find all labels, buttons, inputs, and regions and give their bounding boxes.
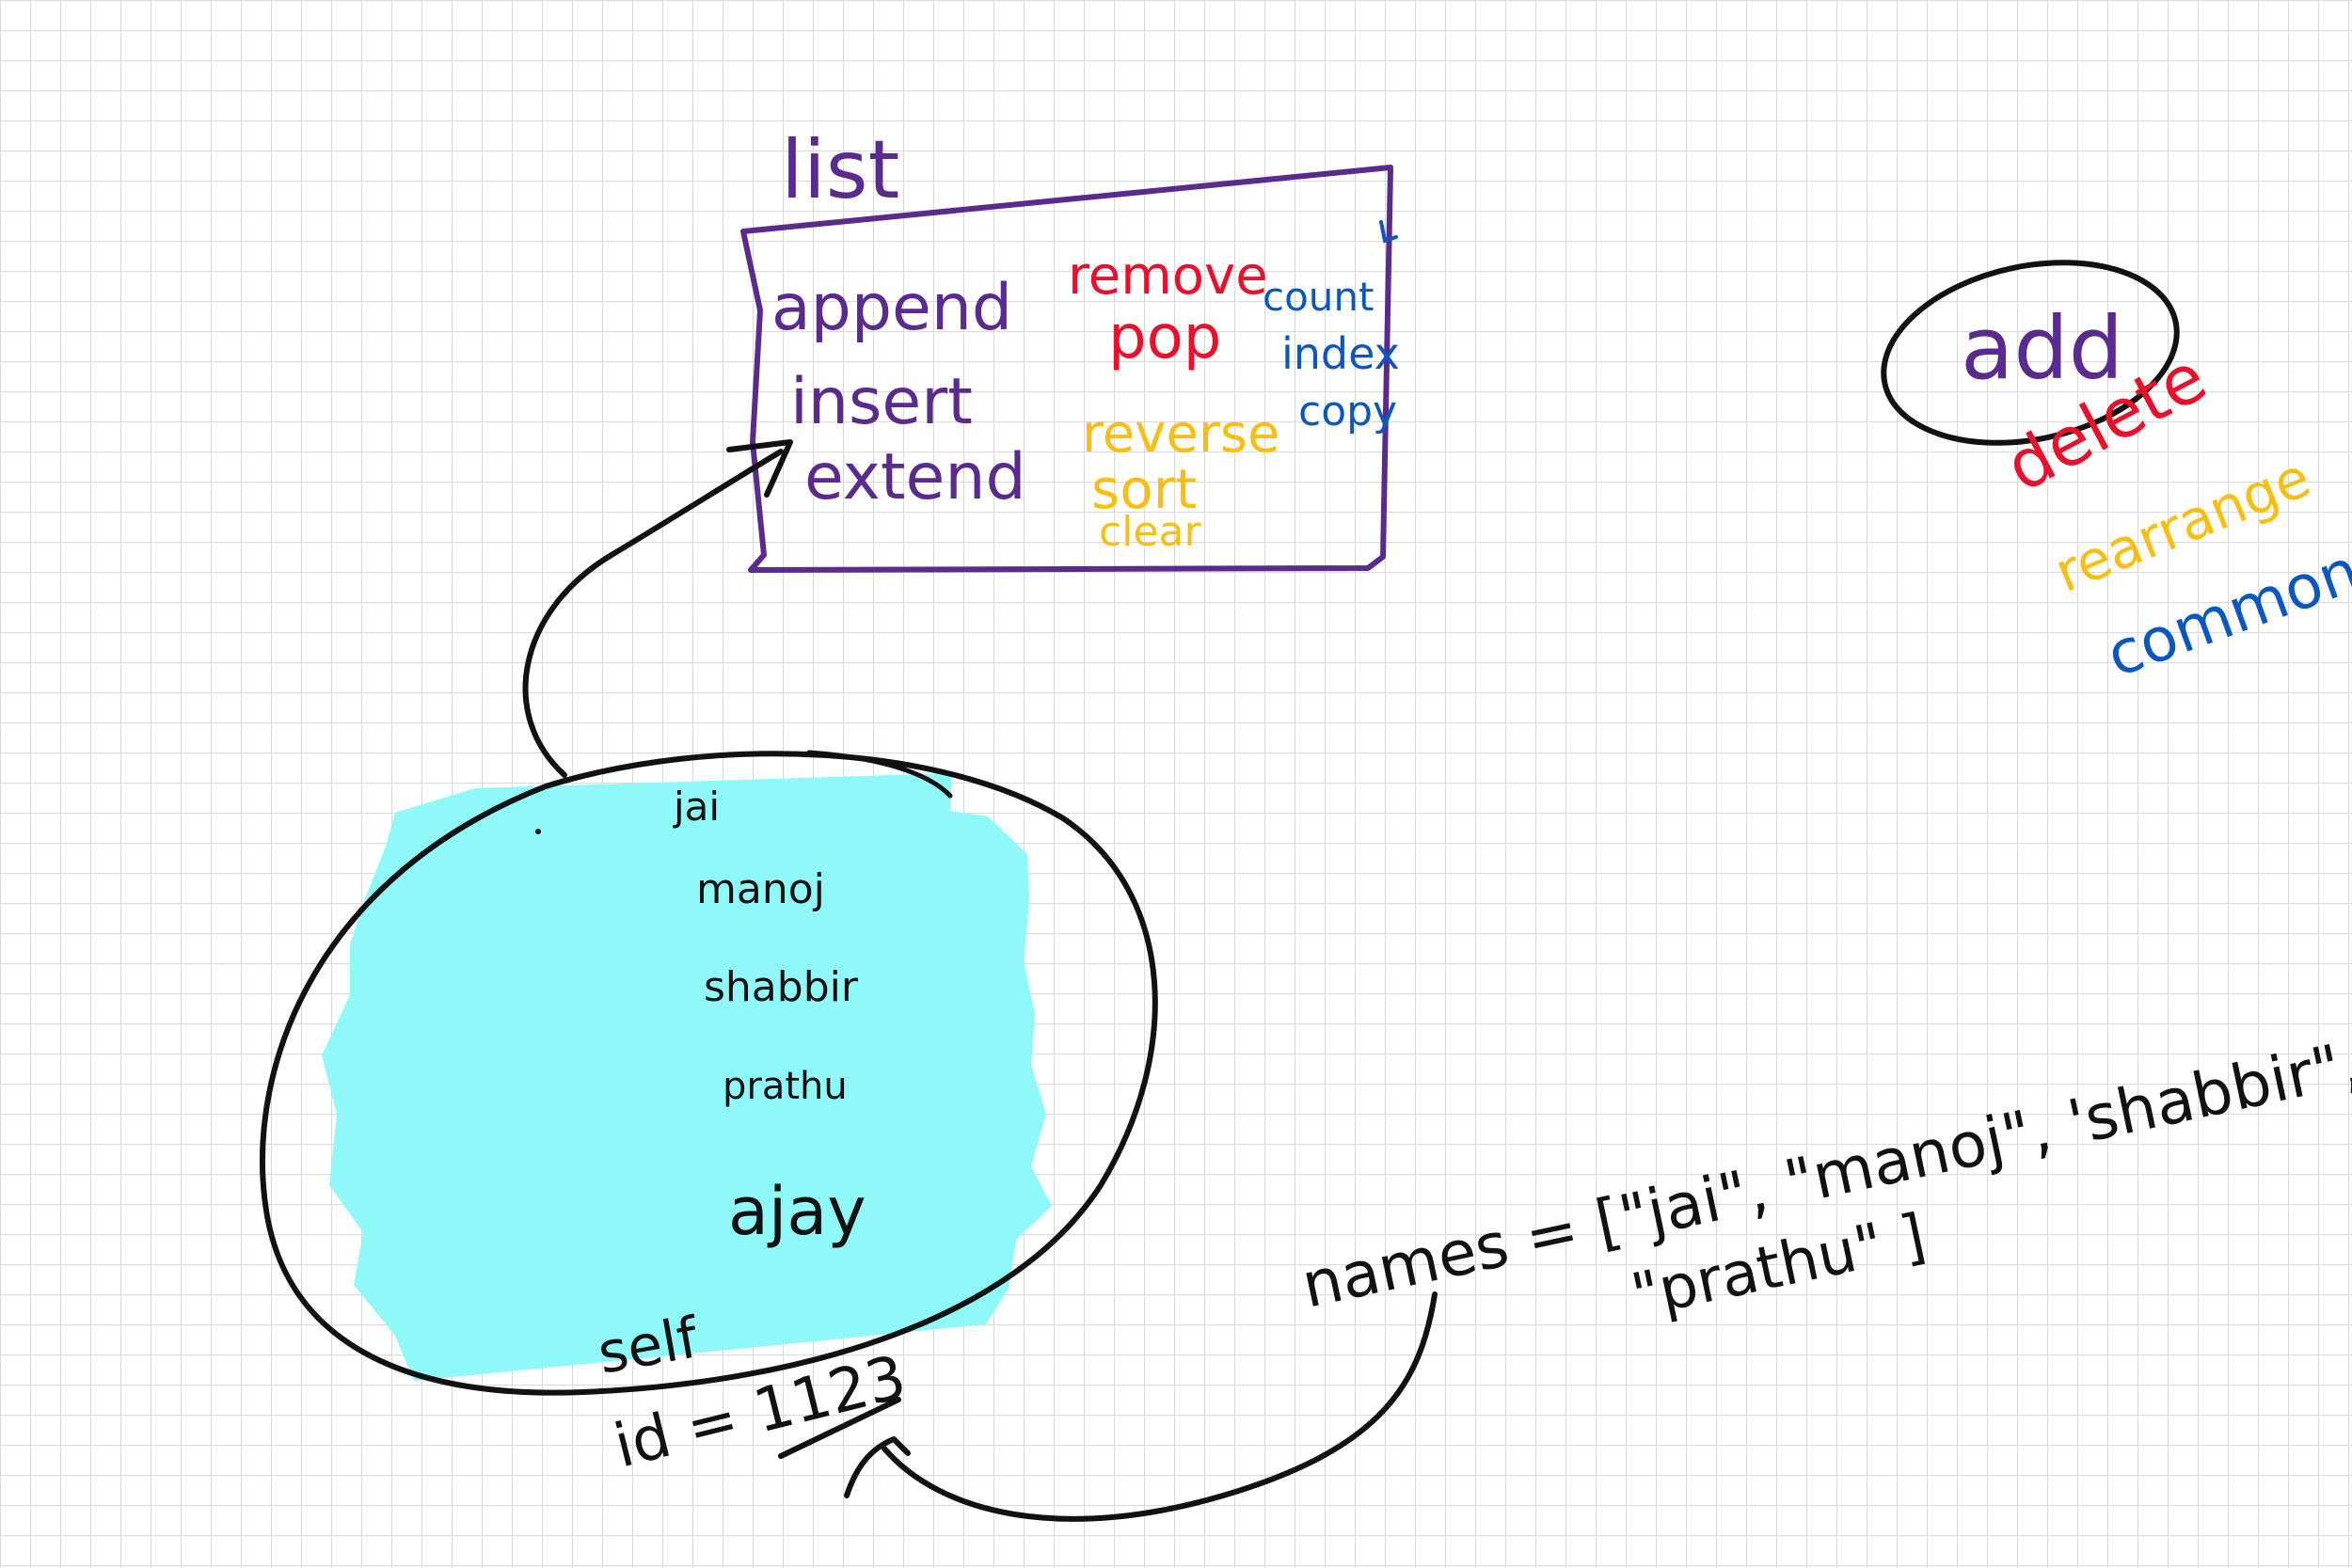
list-method-sort: sort [1091,457,1197,521]
memory-object-ellipse-overlap [806,750,953,799]
object-item-manoj: manoj [696,865,825,913]
list-box-tick [1379,220,1398,244]
stray-dot [535,829,541,834]
memory-highlight [322,773,1052,1381]
list-box-outline [740,165,1393,573]
legend-add: add [1961,298,2123,399]
list-method-insert: insert [790,365,973,439]
object-item-shabbir: shabbir [704,963,859,1011]
arrow-head-names-to-object [844,1436,911,1498]
add-circle [1881,260,2180,446]
arrow-object-to-list [522,449,784,778]
object-item-jai: jai [673,784,720,830]
list-method-index: index [1281,328,1400,379]
list-method-reverse: reverse [1082,404,1280,465]
memory-object-ellipse [260,751,1158,1396]
list-method-count: count [1263,274,1375,320]
list-method-append: append [771,271,1012,345]
list-method-clear: clear [1099,508,1201,556]
list-method-copy: copy [1298,388,1397,436]
object-item-ajay: ajay [728,1173,866,1250]
arrow-names-to-object [882,1291,1438,1522]
arrow-head-object-to-list [726,439,793,498]
object-item-prathu: prathu [723,1065,848,1108]
list-method-remove: remove [1068,245,1268,307]
list-method-pop: pop [1108,303,1221,372]
list-method-extend: extend [804,440,1026,515]
id-underline [778,1397,901,1459]
list-title: list [781,123,899,217]
